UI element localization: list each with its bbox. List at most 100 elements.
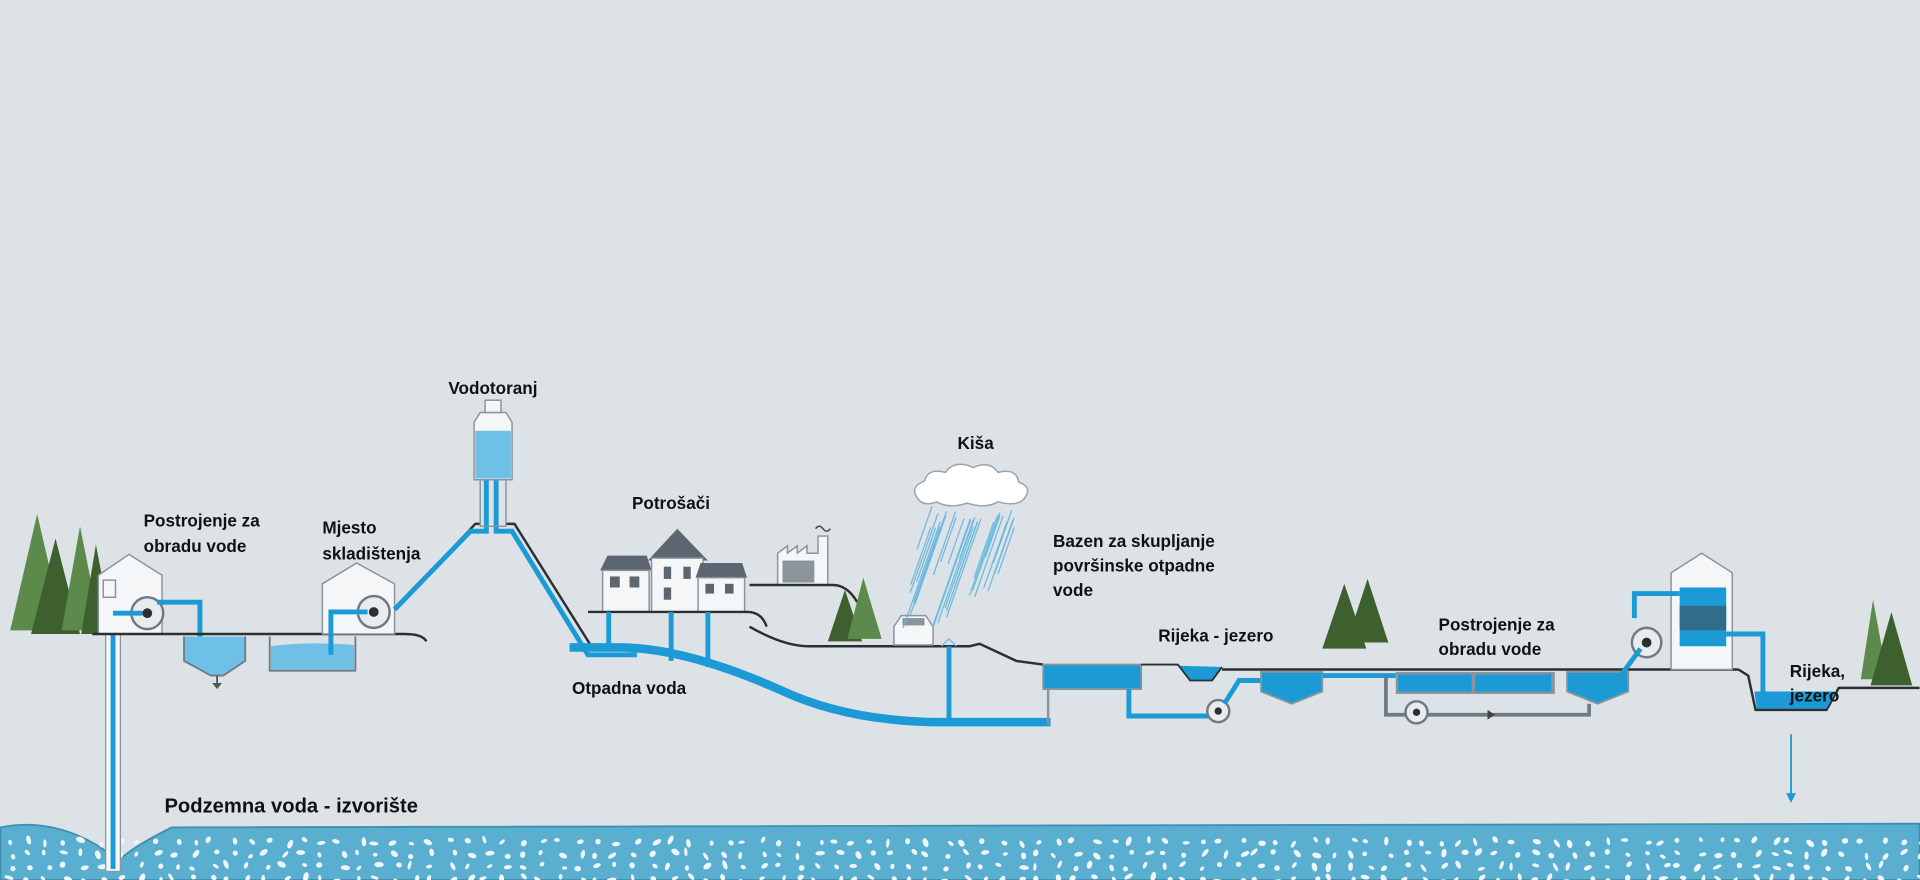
pebble: [1572, 852, 1578, 859]
pebble: [1380, 865, 1388, 872]
pebble: [464, 838, 471, 844]
pebble: [1474, 848, 1483, 856]
pebble: [738, 851, 743, 860]
pebble: [1067, 837, 1075, 844]
pebble: [1901, 839, 1908, 846]
pebble: [911, 848, 918, 855]
pebble: [1753, 874, 1761, 880]
pebble: [1159, 850, 1166, 856]
pebble: [303, 872, 309, 880]
pebble: [798, 865, 805, 871]
pebble: [684, 847, 688, 857]
pebble: [721, 851, 728, 859]
pebble: [60, 840, 65, 846]
pebble: [223, 859, 229, 869]
pebble: [1129, 849, 1135, 855]
pebble: [1150, 871, 1157, 880]
pebble: [1145, 850, 1155, 856]
pebble: [906, 876, 912, 880]
pebble: [176, 838, 182, 845]
pebble: [554, 837, 560, 842]
pebble: [1916, 874, 1920, 880]
pebble: [176, 864, 181, 870]
pebble: [1162, 862, 1167, 870]
pebble: [1439, 841, 1445, 847]
raindrop: [987, 520, 1014, 592]
pebble: [1348, 862, 1354, 871]
label-stormwater-basin: vode: [1053, 580, 1093, 600]
pebble: [189, 866, 195, 871]
pebble: [223, 876, 229, 880]
pebble: [24, 849, 31, 856]
pebble: [947, 841, 954, 847]
pebble: [815, 850, 826, 856]
pebble: [592, 877, 597, 880]
raindrop: [944, 526, 974, 609]
label-stormwater-basin: Bazen za skupljanje: [1053, 531, 1215, 551]
pebble: [1604, 849, 1610, 855]
pebble: [449, 876, 458, 880]
arrow-down-icon: [212, 682, 222, 690]
raindrop: [902, 521, 941, 629]
raindrop: [984, 515, 1001, 558]
raindrop: [913, 515, 947, 606]
pebble: [1272, 840, 1278, 846]
well-pipe: [105, 596, 122, 873]
pebble: [154, 849, 163, 856]
pebble: [664, 862, 670, 871]
pebble: [1532, 849, 1541, 856]
pebble: [1179, 861, 1186, 868]
pebble: [1917, 853, 1920, 860]
cloud-icon: [913, 463, 1029, 507]
ground-line: [748, 625, 1044, 666]
pebble: [139, 873, 146, 880]
pebble: [287, 839, 294, 849]
pebble: [450, 862, 456, 871]
pebble: [1625, 852, 1631, 857]
pebble: [760, 836, 766, 843]
pebble: [687, 873, 695, 880]
pebble: [467, 852, 477, 859]
pebble: [1147, 836, 1151, 844]
pebble: [1646, 874, 1652, 880]
pebble: [890, 863, 895, 870]
pebble: [232, 837, 238, 845]
pebble: [520, 851, 526, 858]
pebble: [1325, 837, 1330, 845]
pebble: [370, 875, 379, 880]
pebble: [922, 866, 928, 871]
pebble: [667, 835, 674, 845]
pebble: [811, 877, 816, 880]
pebble: [1825, 866, 1831, 872]
pebble: [1645, 851, 1650, 856]
pebble: [1019, 840, 1025, 848]
raindrop: [909, 511, 948, 615]
pebble: [649, 850, 656, 858]
pebble: [1124, 873, 1133, 880]
consumer-houses: [587, 528, 768, 668]
pebble: [1783, 849, 1793, 855]
pebble: [1093, 839, 1102, 845]
pebble: [139, 861, 144, 868]
pebble: [1821, 877, 1830, 880]
pebble: [485, 850, 495, 856]
pebble: [1021, 852, 1027, 860]
pebble: [1290, 840, 1296, 848]
pebble: [1820, 848, 1828, 857]
pebble: [1664, 862, 1671, 868]
pebble: [374, 861, 384, 868]
label-rain: Kiša: [958, 433, 995, 453]
pebble: [815, 862, 821, 869]
ground-line: [92, 632, 428, 643]
pebble: [1403, 849, 1410, 855]
pebble: [775, 862, 781, 868]
pebble: [465, 863, 470, 870]
label-groundwater: Podzemna voda - izvorište: [164, 796, 418, 818]
pebble: [1656, 840, 1664, 846]
pebble: [612, 861, 617, 868]
pebble: [372, 852, 378, 857]
pebble: [1583, 865, 1592, 871]
pebble: [1199, 866, 1205, 871]
pebble: [499, 874, 505, 880]
pebble: [4, 875, 14, 880]
